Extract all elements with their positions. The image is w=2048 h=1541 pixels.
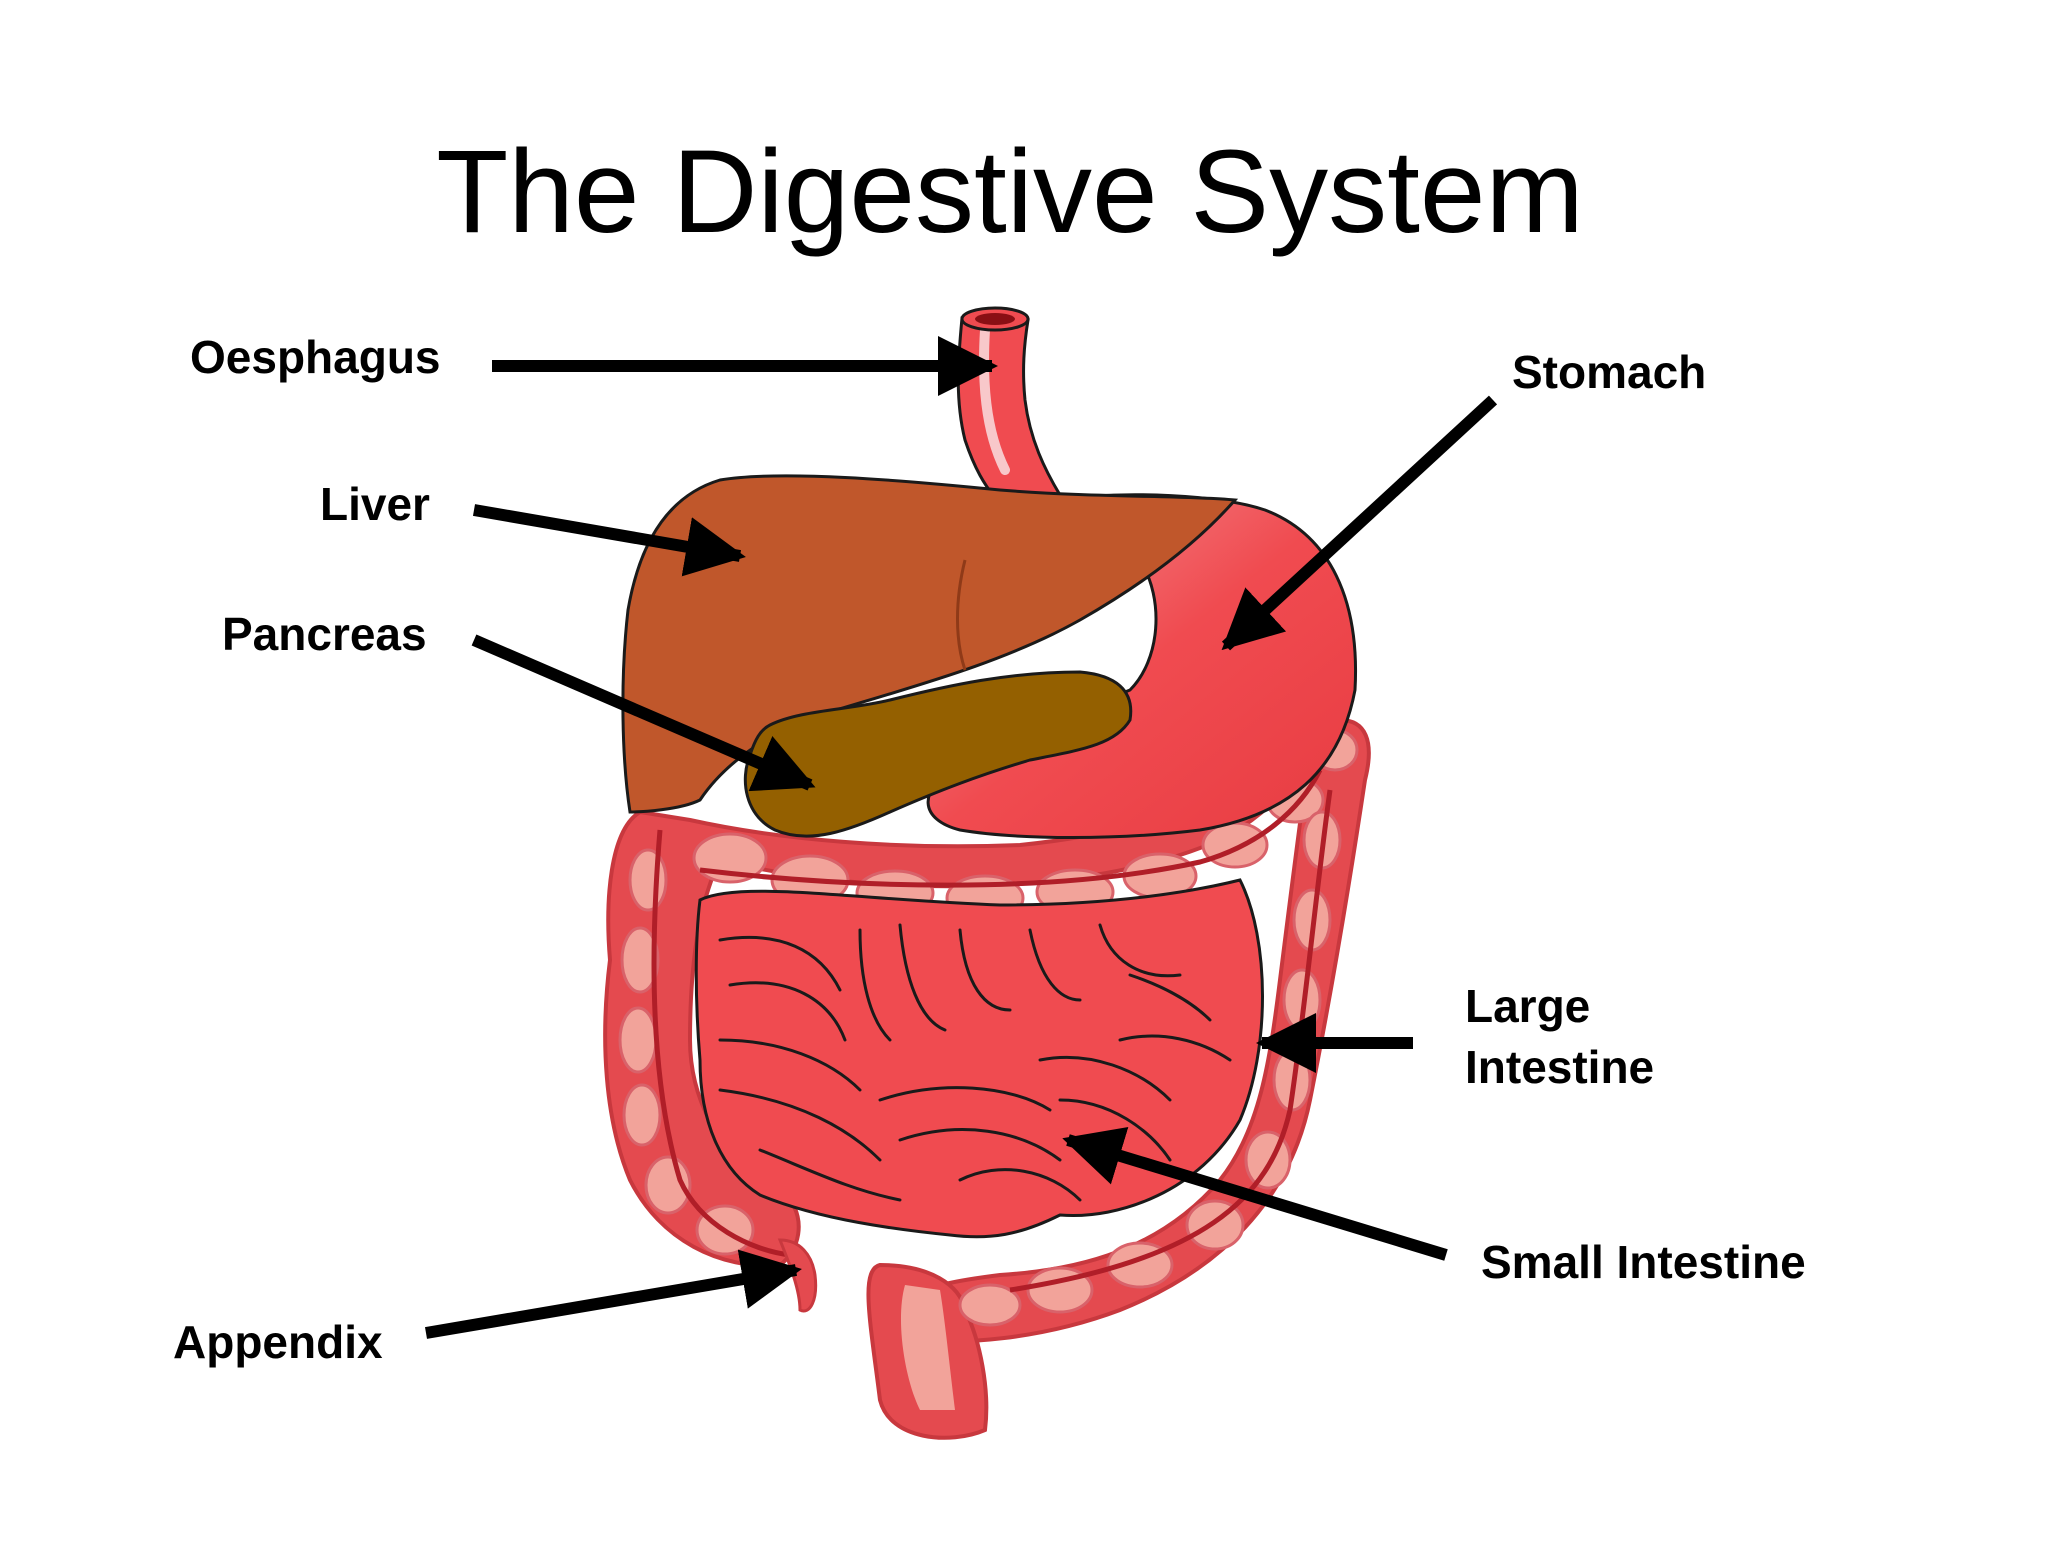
label-pancreas: Pancreas — [222, 608, 427, 660]
arrow-appendix — [424, 1249, 802, 1339]
pancreas — [743, 670, 1133, 838]
arrow-liver — [472, 504, 746, 577]
oesophagus — [956, 306, 1063, 500]
label-stomach: Stomach — [1512, 346, 1706, 398]
label-pancreas-group: Pancreas — [222, 608, 816, 792]
label-large-intestine-group: Large Intestine — [1256, 980, 1654, 1093]
label-appendix: Appendix — [173, 1316, 383, 1368]
arrow-pancreas — [471, 634, 816, 792]
label-large-intestine-line1: Large — [1465, 980, 1590, 1032]
label-oesphagus-group: Oesphagus — [190, 331, 998, 396]
label-liver: Liver — [320, 478, 430, 530]
arrow-stomach — [1221, 395, 1498, 651]
arrow-small-intestine — [1062, 1127, 1448, 1261]
small-intestine — [694, 878, 1264, 1239]
label-small-intestine-group: Small Intestine — [1062, 1127, 1806, 1288]
page-title: The Digestive System — [436, 126, 1584, 258]
label-stomach-group: Stomach — [1221, 346, 1706, 651]
label-oesphagus: Oesphagus — [190, 331, 441, 383]
label-liver-group: Liver — [320, 478, 746, 577]
label-appendix-group: Appendix — [173, 1249, 802, 1368]
label-large-intestine-line2: Intestine — [1465, 1041, 1654, 1093]
label-small-intestine: Small Intestine — [1481, 1236, 1806, 1288]
